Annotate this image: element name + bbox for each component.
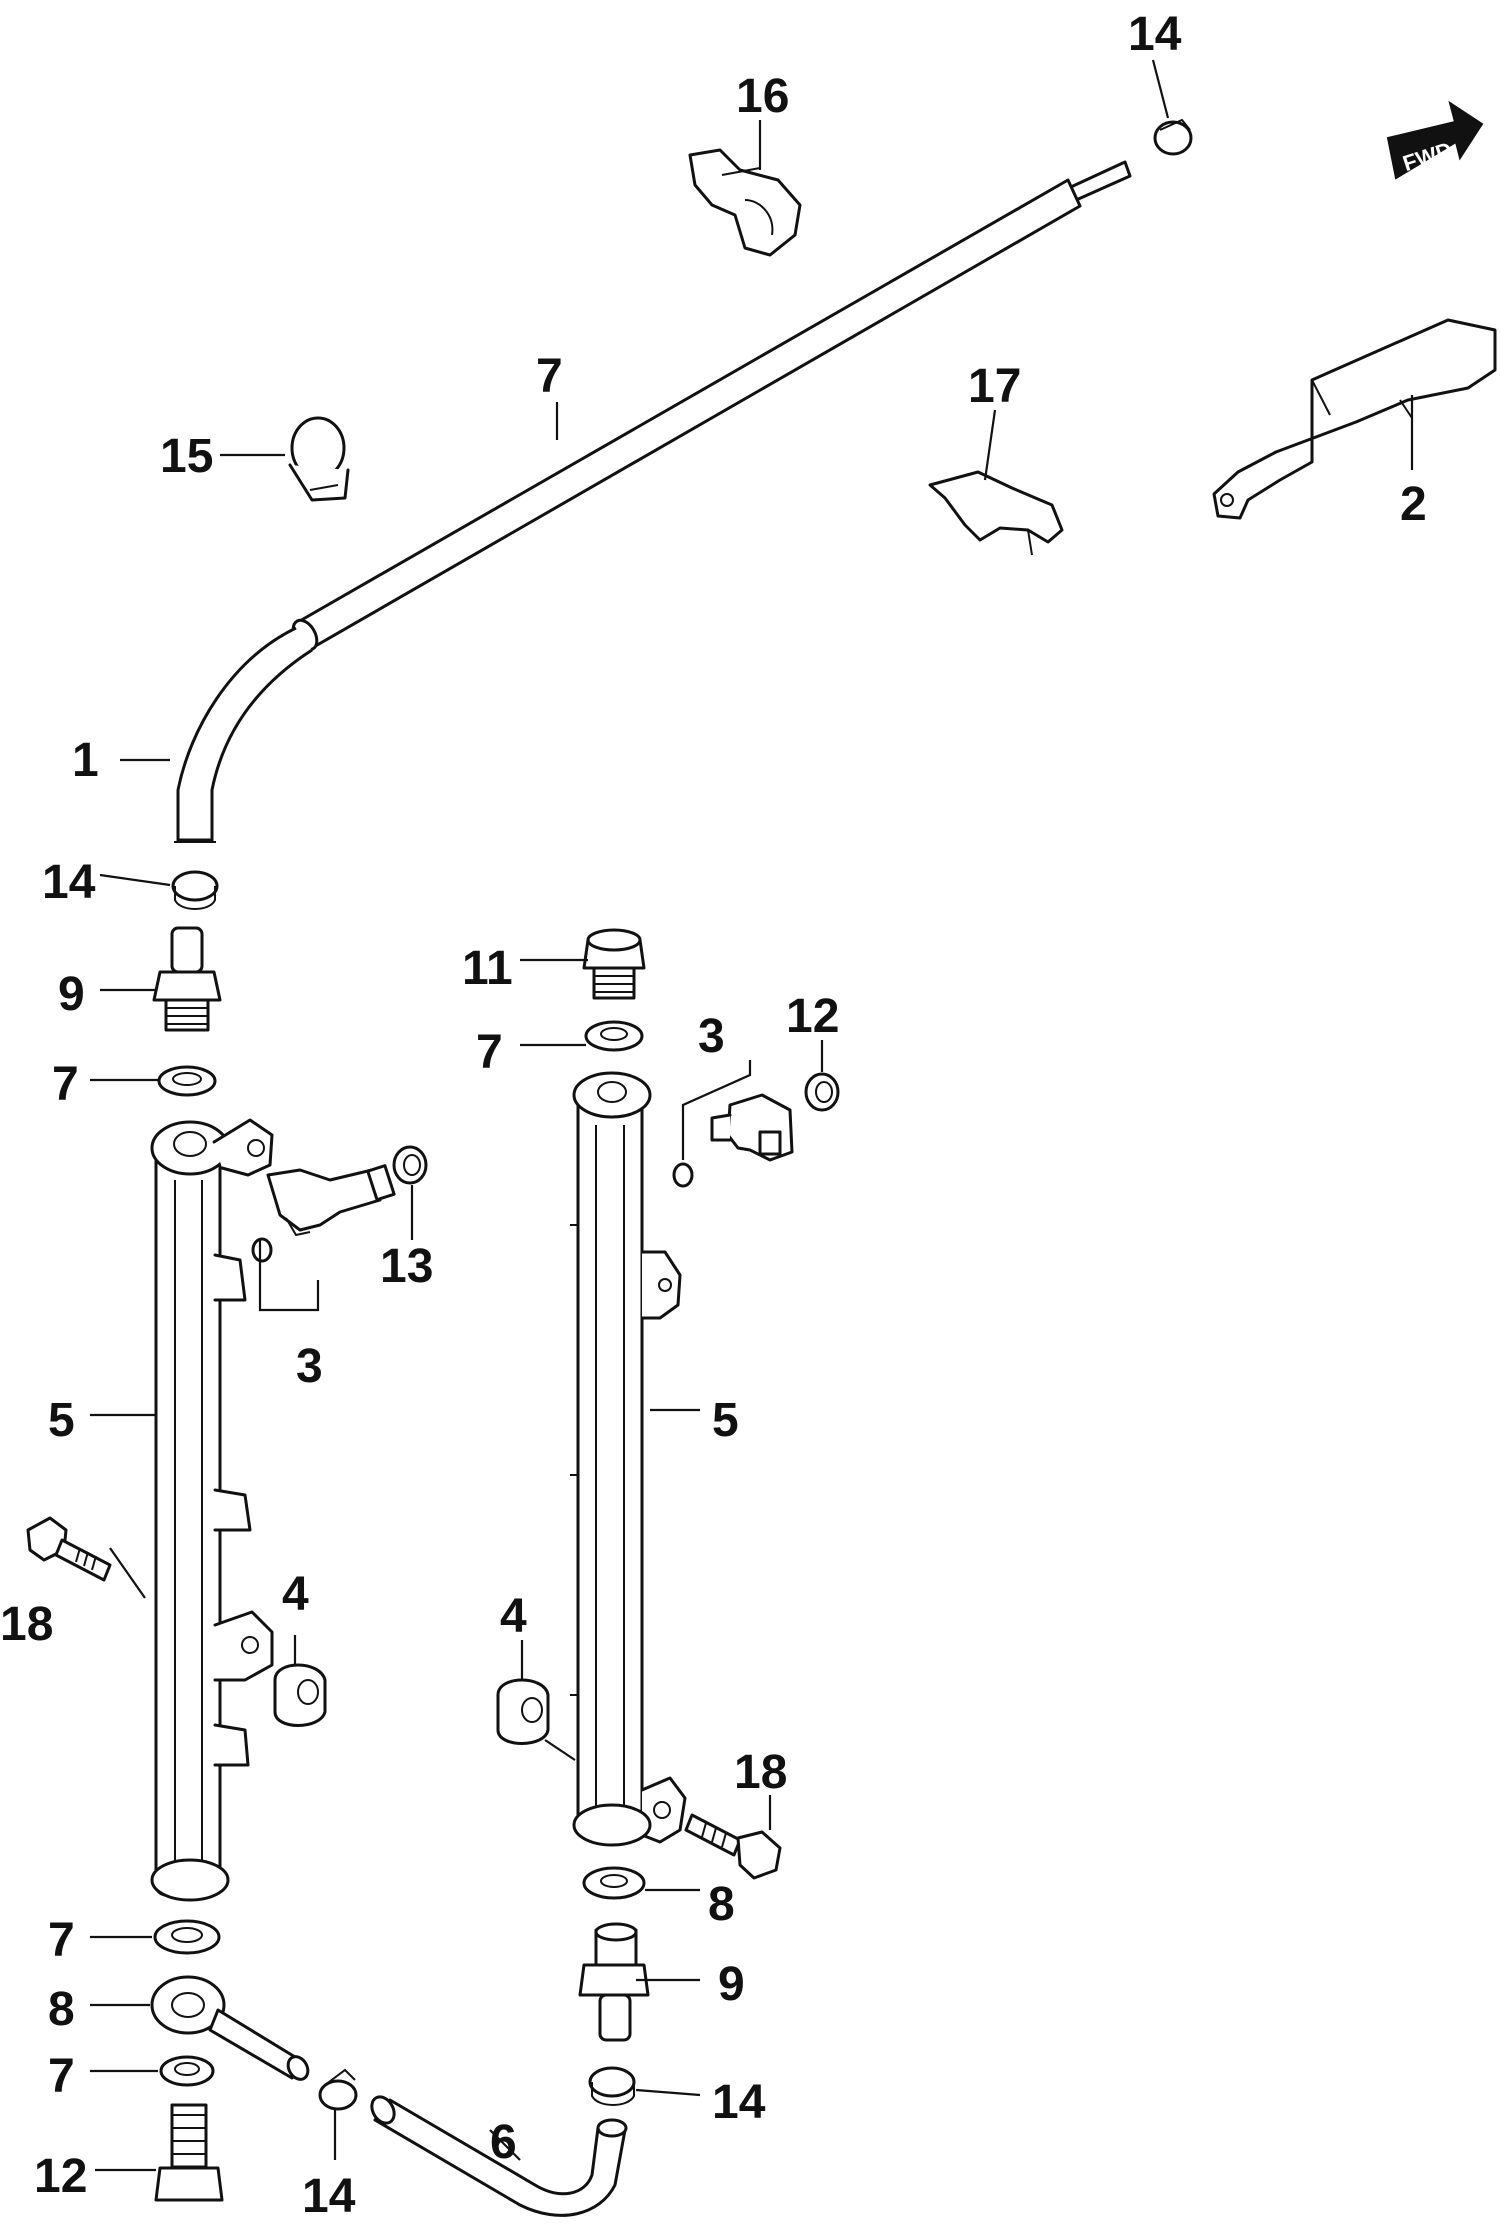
callout-4-right: 4 <box>500 1590 527 1643</box>
callout-13: 12 <box>34 2150 87 2203</box>
fitting-9-right <box>578 1922 650 2042</box>
hose-clamp-17 <box>928 470 1064 556</box>
callout-9-right: 9 <box>718 1958 745 2011</box>
callout-16: 16 <box>736 70 789 123</box>
clip-14-bottom-left <box>318 2068 358 2111</box>
callout-6: 6 <box>490 2116 517 2169</box>
callout-18-right: 18 <box>734 1746 787 1799</box>
fuel-rail-5-left <box>150 1118 274 1902</box>
callout-7-right-bottom: 8 <box>708 1878 735 1931</box>
callout-14-bottom-right: 14 <box>712 2076 766 2129</box>
washer-7-left-top <box>157 1065 217 1097</box>
oring-12-left <box>392 1145 428 1185</box>
grommet-4-left <box>273 1663 327 1727</box>
banjo-8 <box>150 1975 310 2081</box>
callout-14-left: 14 <box>42 856 96 909</box>
callout-2: 2 <box>1400 478 1427 531</box>
callout-3-left: 3 <box>296 1340 323 1393</box>
hose-clamp-16 <box>688 148 802 257</box>
callout-7-right-top: 7 <box>476 1026 503 1079</box>
callout-5-right: 5 <box>712 1394 739 1447</box>
washer-7-right-bottom <box>582 1866 646 1900</box>
callout-12-right: 12 <box>786 990 839 1043</box>
clip-14-bottom-right <box>588 2066 636 2106</box>
injector-3-left <box>251 1164 396 1263</box>
callout-14-bottom-left: 14 <box>302 2170 356 2223</box>
callout-17: 17 <box>968 360 1021 413</box>
callout-7-left-top: 7 <box>52 1058 79 1111</box>
bolt-13 <box>154 2103 224 2202</box>
callout-1: 1 <box>72 734 99 787</box>
callout-7-left-bottom: 7 <box>48 2050 75 2103</box>
callout-3-right: 3 <box>698 1010 725 1063</box>
grommet-4-right <box>496 1678 550 1745</box>
callout-12-left: 13 <box>380 1240 433 1293</box>
callout-7-left-mid: 7 <box>48 1914 75 1967</box>
callout-labels: 14 16 7 15 17 2 1 14 9 7 13 3 5 4 18 7 8… <box>0 8 1427 2223</box>
leader-lines <box>90 59 1414 2172</box>
bracket-2 <box>1212 318 1497 520</box>
hose-clamp-15 <box>288 416 350 502</box>
oring-12-right <box>804 1072 840 1112</box>
washer-7-left-bottom <box>159 2055 215 2087</box>
callout-11: 11 <box>462 942 513 995</box>
washer-7-left-mid <box>153 1919 221 1955</box>
fuel-hose-6 <box>370 2095 628 2217</box>
callout-15: 15 <box>160 430 213 483</box>
fwd-arrow-icon: FWD <box>1386 100 1484 180</box>
fitting-9-left <box>152 926 222 1032</box>
callout-5-left: 5 <box>48 1394 75 1447</box>
hose-clip-14-top <box>1153 118 1193 156</box>
fuel-rail-5-right <box>570 1071 687 1847</box>
washer-7-right-top <box>584 1020 644 1052</box>
bolt-18-right <box>684 1813 782 1880</box>
bolt-18-left <box>26 1516 112 1582</box>
callout-18-left: 18 <box>0 1598 53 1651</box>
callout-8: 8 <box>48 1983 75 2036</box>
clip-14-left <box>171 870 219 910</box>
plug-11 <box>582 928 646 1000</box>
injector-3-right <box>672 1093 794 1188</box>
callout-9-left: 9 <box>58 968 85 1021</box>
fuel-hose-long <box>174 160 1132 843</box>
callout-10: 7 <box>536 350 563 403</box>
callout-4-left: 4 <box>282 1568 309 1621</box>
callout-14-top: 14 <box>1128 8 1182 61</box>
